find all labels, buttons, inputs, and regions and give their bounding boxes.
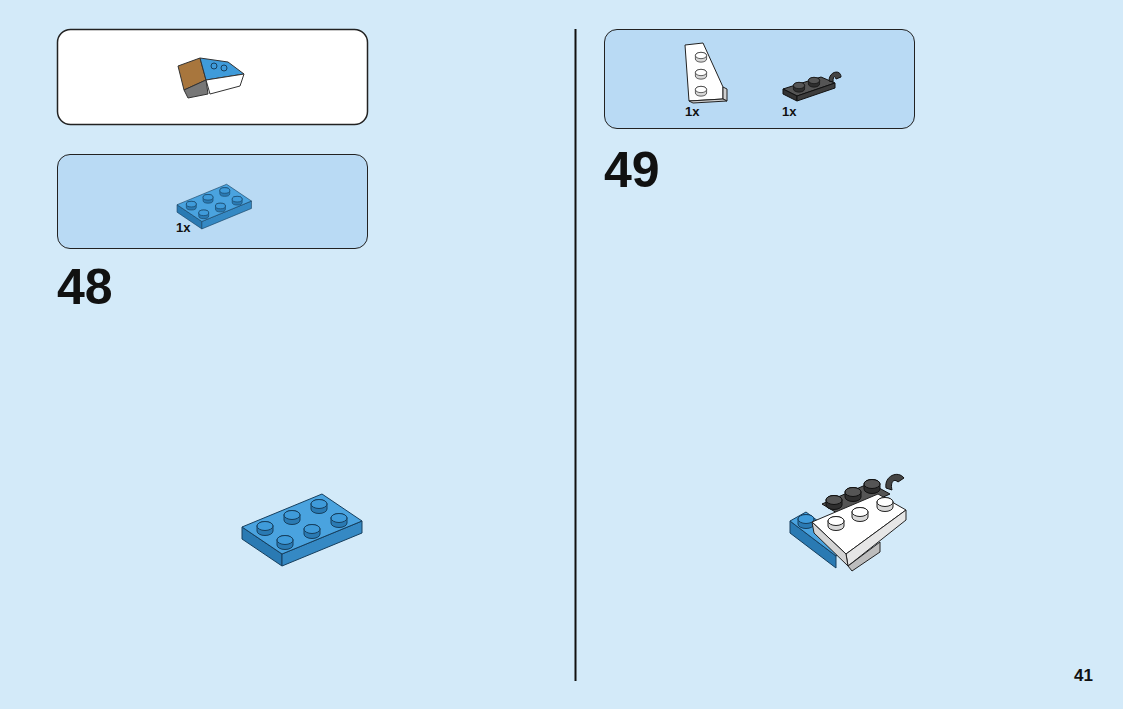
- step-number: 49: [604, 145, 660, 195]
- blue-plate: [242, 494, 362, 566]
- clip-plate: [783, 72, 841, 101]
- wedge-plate: [685, 43, 727, 103]
- subassembly-icon: [178, 58, 244, 98]
- step-assembly: [790, 474, 906, 571]
- part-quantity: 1x: [685, 105, 699, 118]
- parts-panel: 1x 1x: [604, 29, 915, 129]
- part-art: [58, 155, 369, 250]
- parts-panel: 1x: [57, 154, 368, 249]
- part-quantity: 1x: [176, 221, 190, 234]
- column-divider: [575, 29, 577, 681]
- step-number: 48: [57, 262, 113, 312]
- page-number: 41: [1074, 667, 1093, 684]
- part-art: [605, 30, 916, 130]
- part-quantity: 1x: [782, 105, 796, 118]
